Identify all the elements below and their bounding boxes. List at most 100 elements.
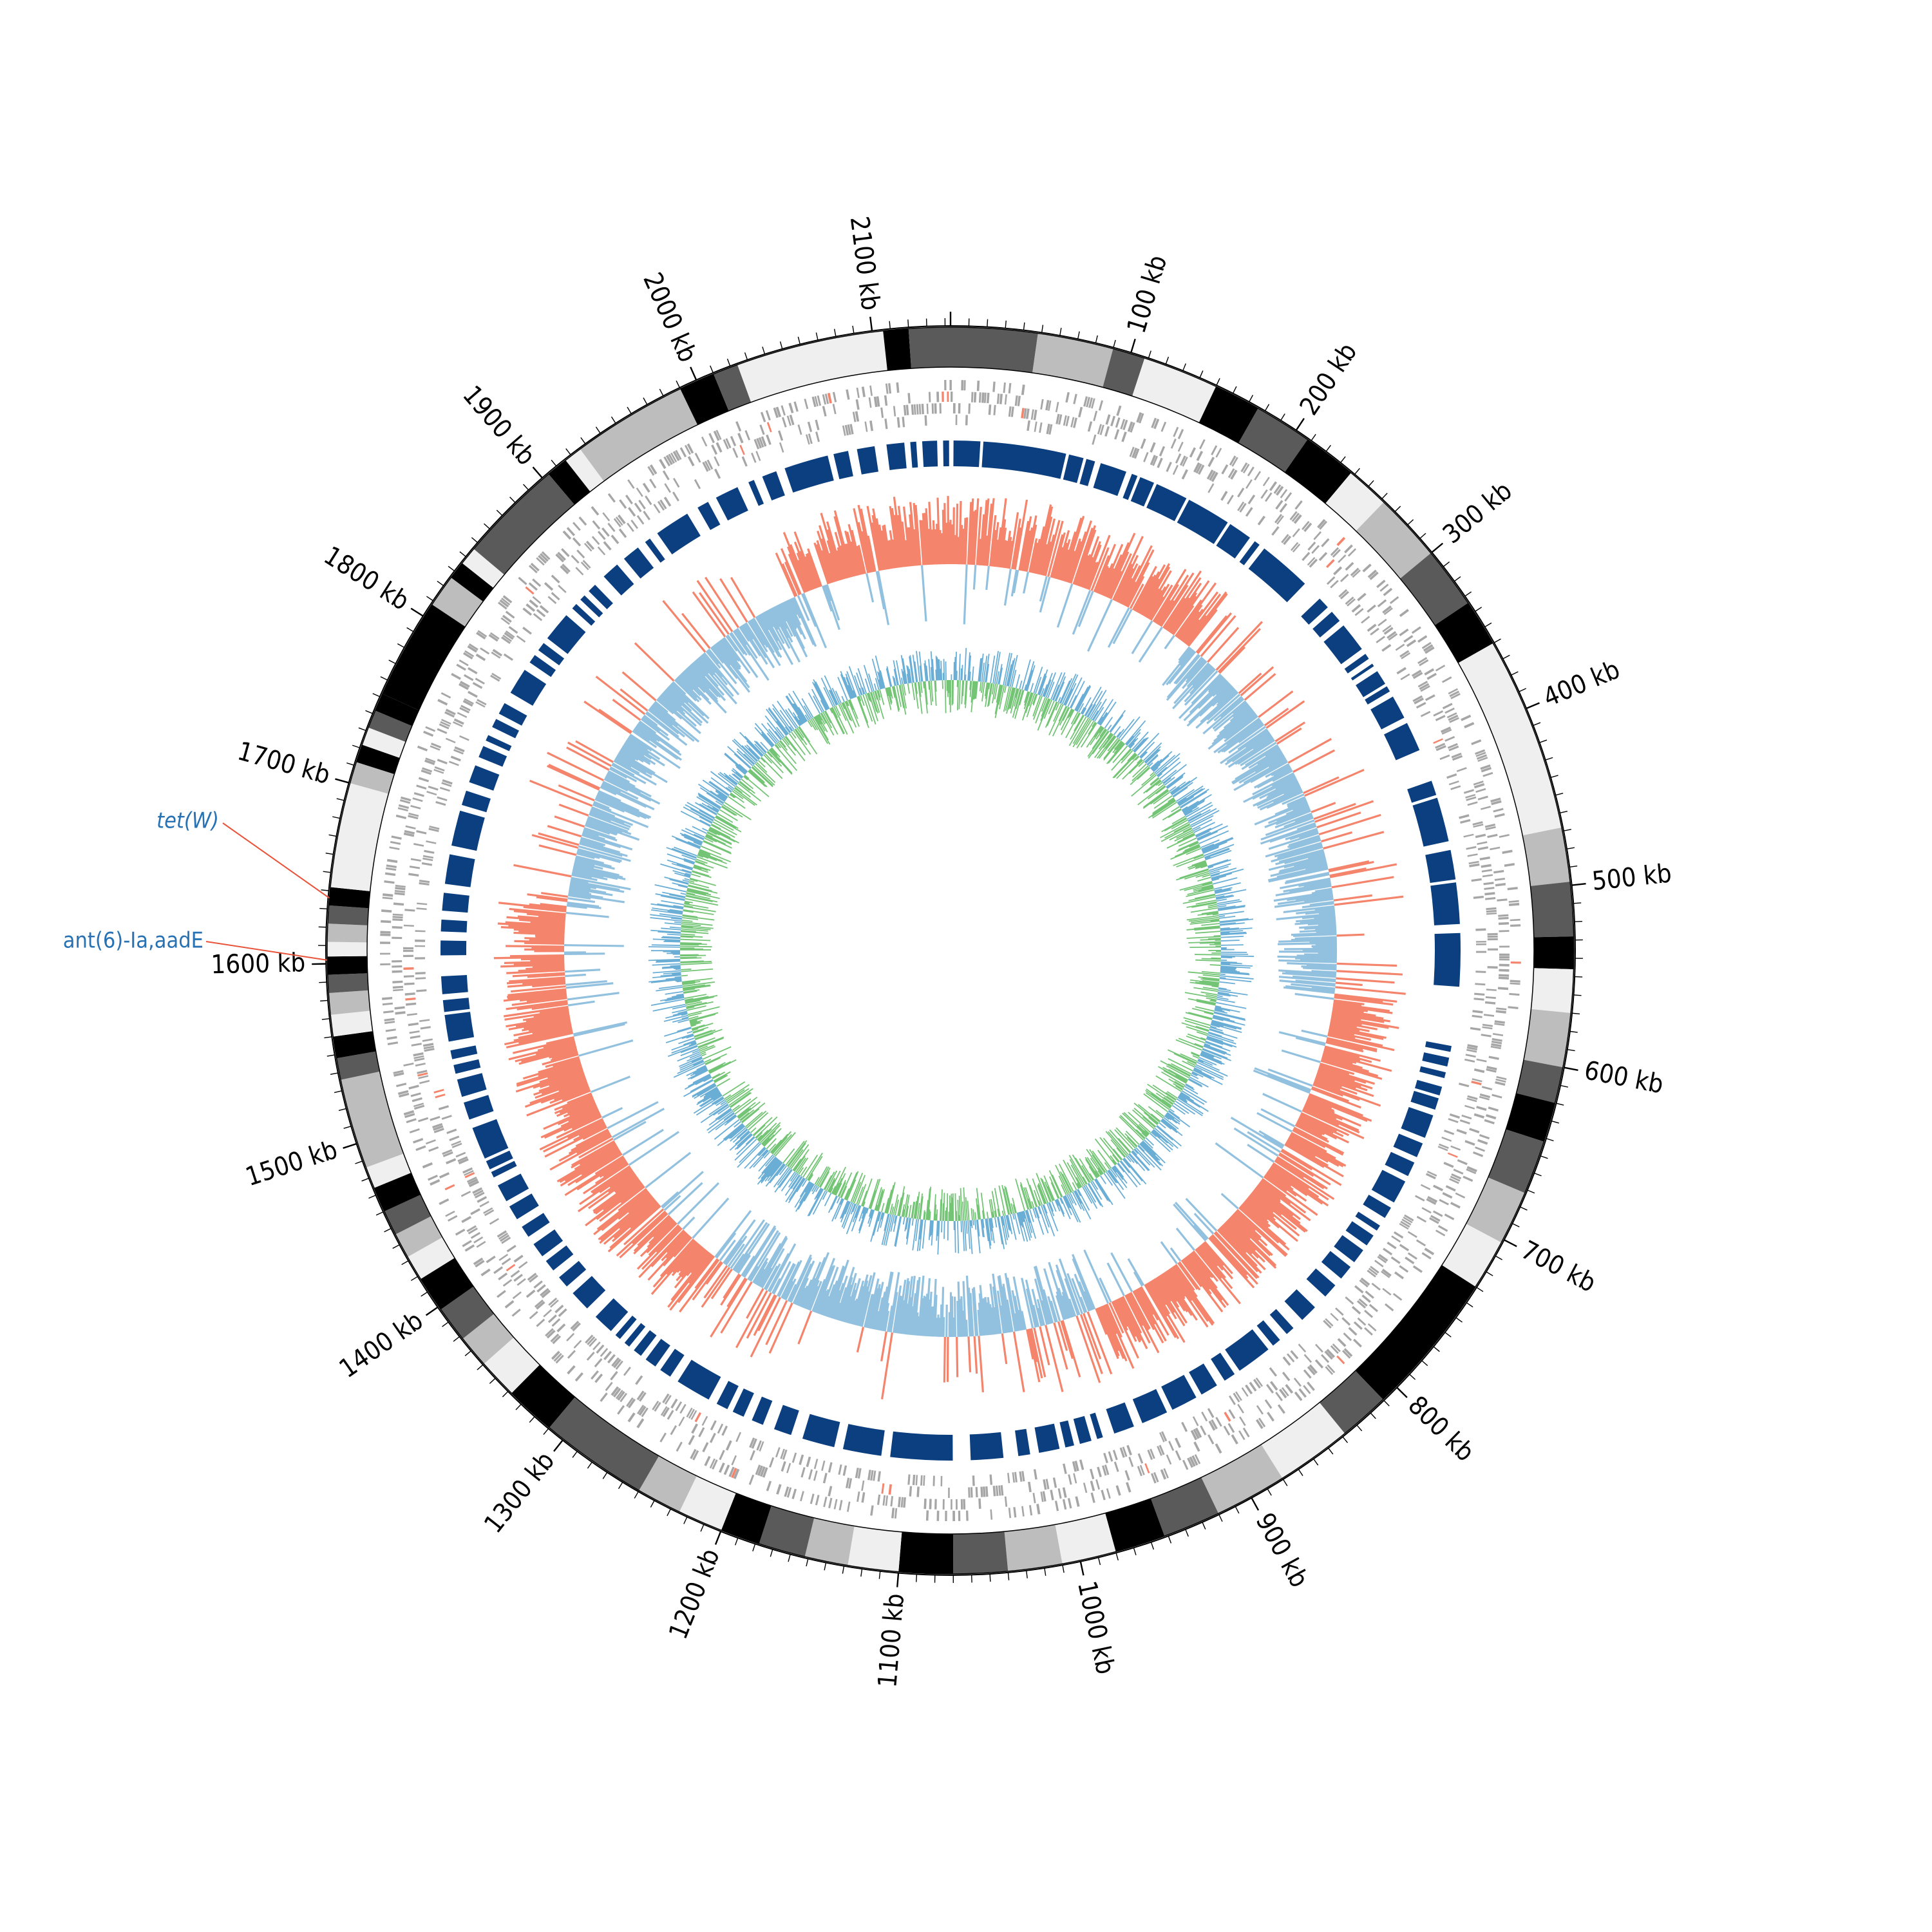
- gc-content-bar: [792, 1159, 802, 1171]
- gc-content-bar: [1182, 1088, 1208, 1103]
- gc-skew-bar: [575, 740, 614, 763]
- gc-content-bar: [965, 680, 968, 708]
- gene-feature: [410, 1092, 421, 1097]
- gene-feature: [1003, 382, 1006, 393]
- gc-content-bar: [857, 1184, 867, 1206]
- gc-content-bar: [1193, 1068, 1215, 1079]
- gc-content-bar: [739, 1112, 750, 1121]
- gc-content-bar: [856, 1186, 864, 1205]
- gc-skew-bar: [1291, 931, 1337, 936]
- minor-tick: [1005, 320, 1007, 328]
- gene-feature: [466, 1225, 477, 1233]
- gene-feature: [936, 392, 940, 402]
- gene-feature: [1326, 1349, 1336, 1358]
- gc-content-bar: [831, 1198, 843, 1222]
- gc-skew-bar: [1174, 1201, 1209, 1240]
- minor-tick: [860, 1569, 863, 1577]
- gc-skew-bar: [1001, 540, 1007, 568]
- gc-skew-bar: [531, 834, 579, 849]
- gc-skew-bar: [636, 1225, 681, 1270]
- gc-skew-bar: [554, 1096, 594, 1115]
- gc-skew-bar: [666, 1240, 697, 1275]
- gene-feature: [1211, 471, 1218, 482]
- gc-content-bar: [1145, 749, 1161, 764]
- gene-feature: [972, 1475, 975, 1486]
- gc-content-bar: [1184, 882, 1213, 891]
- gc-skew-bar: [536, 896, 568, 902]
- gc-skew-bar: [1289, 1135, 1344, 1168]
- gene-feature: [1416, 701, 1426, 709]
- gc-skew-bar: [1014, 499, 1028, 570]
- gene-feature: [1348, 1327, 1358, 1336]
- gc-content-bar: [1177, 1097, 1204, 1115]
- gene-feature: [1303, 1385, 1311, 1394]
- gc-content-bar: [1200, 991, 1218, 996]
- gc-skew-bar: [983, 535, 989, 566]
- gene-feature: [715, 430, 722, 440]
- gc-content-bar: [724, 1084, 750, 1101]
- gc-content-bar: [1188, 916, 1219, 922]
- gc-skew-bar: [1331, 1016, 1389, 1029]
- gc-content-bar: [1207, 859, 1229, 867]
- gc-skew-bar: [591, 1165, 631, 1193]
- gc-skew-bar: [1074, 1273, 1090, 1312]
- gc-content-bar: [696, 1090, 720, 1105]
- gc-skew-bar: [504, 960, 565, 965]
- gene-feature: [415, 1145, 426, 1151]
- gene-feature: [690, 1448, 697, 1459]
- gc-skew-bar: [1224, 1222, 1265, 1263]
- gc-content-bar: [652, 1003, 686, 1012]
- gc-content-bar: [1025, 692, 1033, 714]
- gc-content-bar: [1195, 863, 1208, 869]
- gc-content-bar: [933, 1194, 936, 1221]
- synteny-block: [1356, 671, 1385, 697]
- gc-content-bar: [717, 1109, 732, 1121]
- gc-skew-bar: [575, 855, 605, 865]
- gc-skew-bar: [693, 661, 725, 696]
- minor-tick: [453, 1336, 460, 1342]
- gc-content-bar: [683, 909, 714, 915]
- gc-skew-bar: [844, 1282, 857, 1323]
- gene-feature: [462, 1167, 473, 1174]
- gene-feature: [1498, 914, 1509, 917]
- gc-skew-bar: [632, 1211, 667, 1245]
- gene-feature: [539, 553, 549, 562]
- gc-content-bar: [861, 1190, 867, 1206]
- gene-feature: [1475, 1146, 1486, 1152]
- gene-feature: [638, 500, 646, 509]
- synteny-block: [623, 547, 654, 579]
- gc-content-bar: [1146, 779, 1161, 793]
- gc-skew-bar: [1275, 810, 1311, 826]
- gc-content-bar: [787, 1142, 806, 1168]
- gene-feature: [1215, 1443, 1222, 1454]
- gc-skew-bar: [1291, 1132, 1327, 1153]
- gc-content-bar: [1163, 1117, 1179, 1130]
- gc-content-bar: [1140, 751, 1148, 759]
- minor-tick: [397, 643, 405, 649]
- contig-segment: [362, 727, 406, 758]
- gene-feature: [393, 1070, 404, 1074]
- gene-feature: [498, 1233, 509, 1240]
- gc-skew-bar: [939, 530, 942, 565]
- gc-content-bar: [815, 1166, 828, 1186]
- gene-feature: [775, 406, 782, 417]
- gene-feature: [422, 1043, 434, 1047]
- gc-skew-bar: [523, 905, 567, 913]
- gc-skew-bar: [875, 571, 886, 610]
- gc-content-bar: [665, 1033, 694, 1043]
- gc-content-bar: [1086, 725, 1102, 748]
- gc-content-bar: [994, 684, 998, 700]
- gc-skew-bar: [820, 513, 842, 581]
- gene-feature: [1179, 455, 1186, 466]
- gene-feature: [1220, 491, 1228, 501]
- gc-content-bar: [1201, 958, 1221, 960]
- gc-content-bar: [1131, 1151, 1150, 1171]
- gc-skew-bar: [1255, 754, 1285, 773]
- gene-feature: [575, 567, 584, 576]
- gene-feature: [470, 1231, 481, 1239]
- gc-content-bar: [686, 1035, 694, 1039]
- gc-content-bar: [1074, 694, 1084, 711]
- gc-content-bar: [1171, 1104, 1186, 1115]
- synteny-track: [440, 440, 1461, 1461]
- gc-skew-bar: [1116, 568, 1135, 603]
